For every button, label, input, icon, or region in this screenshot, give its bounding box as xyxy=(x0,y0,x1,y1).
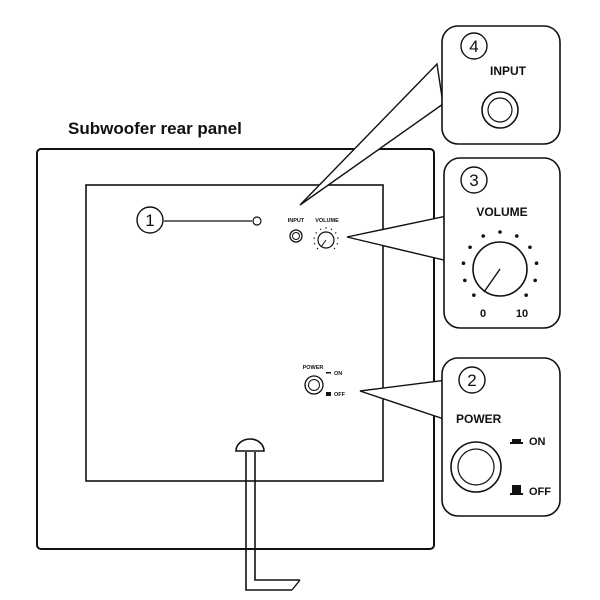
callout-power-label: POWER xyxy=(456,412,502,426)
scale-dot xyxy=(330,228,333,231)
panel-power-controls: POWER ON OFF xyxy=(303,365,346,398)
scale-dot xyxy=(461,261,466,266)
volume-knob-pointer xyxy=(483,268,501,293)
panel-power-label: POWER xyxy=(303,365,324,371)
input-jack-inner xyxy=(487,97,513,123)
switch-off-icon-base xyxy=(510,493,523,495)
callout-number: 3 xyxy=(469,171,478,190)
volume-scale-max: 10 xyxy=(516,308,528,320)
panel-power-off-label: OFF xyxy=(334,392,346,398)
callout-number: 1 xyxy=(145,211,154,230)
scale-dot xyxy=(498,230,502,234)
power-cord-outline-left xyxy=(245,452,292,591)
scale-dot xyxy=(528,245,532,250)
panel-input-volume-controls: INPUT VOLUME xyxy=(288,218,339,250)
switch-on-icon-base xyxy=(510,442,523,444)
scale-dot xyxy=(337,237,339,239)
scale-dot xyxy=(534,261,539,266)
panel-volume-label: VOLUME xyxy=(315,218,339,224)
scale-dot xyxy=(325,227,327,229)
scale-dot xyxy=(313,243,316,245)
power-off-label: OFF xyxy=(529,486,551,498)
scale-dot xyxy=(463,278,467,283)
switch-off-icon xyxy=(512,485,521,493)
scale-dot xyxy=(313,237,315,239)
power-button-inner xyxy=(457,448,495,486)
callout-number: 2 xyxy=(467,371,476,390)
volume-scale-min: 0 xyxy=(480,308,486,320)
callout-volume: 3 VOLUME 0 10 xyxy=(443,157,561,329)
power-cord-end xyxy=(291,579,301,591)
scale-dot xyxy=(533,278,537,283)
panel-switch-on-icon xyxy=(326,372,331,374)
power-on-label: ON xyxy=(529,436,546,448)
callout-volume-label: VOLUME xyxy=(476,205,527,219)
indicator-led-icon xyxy=(252,216,262,226)
cable-grommet-icon xyxy=(235,438,265,452)
rear-panel-plate xyxy=(85,184,384,482)
scale-dot xyxy=(472,293,476,297)
callout-input: 4 INPUT xyxy=(441,25,561,145)
callout-number-badge xyxy=(136,206,164,234)
callout-number: 4 xyxy=(469,37,478,56)
power-cord-outline-right xyxy=(254,452,300,581)
scale-dot xyxy=(524,293,528,297)
scale-dot xyxy=(316,247,319,250)
panel-volume-scale-dots xyxy=(313,227,339,250)
panel-input-label: INPUT xyxy=(288,218,305,224)
panel-input-jack-inner xyxy=(292,232,300,240)
scale-dot xyxy=(333,247,336,250)
volume-scale-dots xyxy=(461,230,539,297)
power-cord xyxy=(235,438,301,591)
scale-dot xyxy=(315,232,317,234)
scale-dot xyxy=(468,245,472,250)
callout-4-pointer xyxy=(299,62,444,206)
panel-switch-off-icon xyxy=(326,392,331,396)
switch-on-icon xyxy=(512,439,521,442)
callout-power: 2 POWER ON OFF xyxy=(441,357,561,517)
scale-dot xyxy=(335,232,337,234)
callout-number-badge xyxy=(460,32,488,60)
panel-power-on-label: ON xyxy=(334,371,342,377)
scale-dot xyxy=(515,234,519,238)
callout-number-badge xyxy=(458,366,486,394)
scale-dot xyxy=(481,234,486,238)
callout-number-badge xyxy=(460,166,488,194)
callout-input-label: INPUT xyxy=(490,64,527,78)
callout-panel-indicator: 1 xyxy=(136,206,262,234)
panel-power-button-inner xyxy=(308,379,320,391)
scale-dot xyxy=(319,228,322,231)
scale-dot xyxy=(336,243,339,245)
diagram-title: Subwoofer rear panel xyxy=(68,119,242,138)
panel-volume-knob-pointer xyxy=(320,239,327,248)
